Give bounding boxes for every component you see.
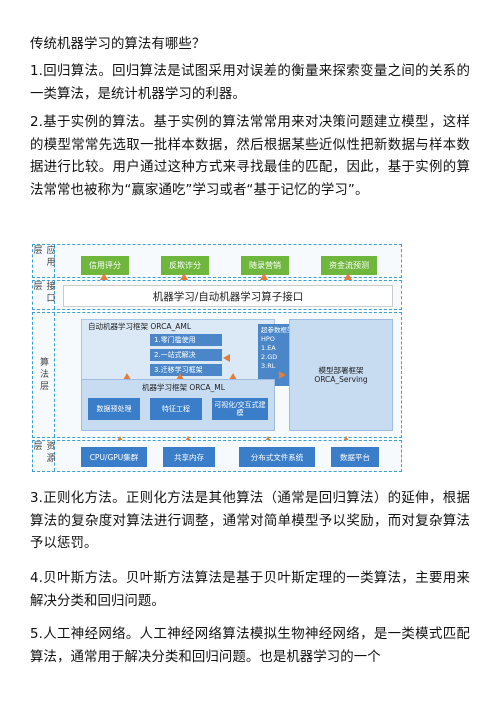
aml-title: 自动机器学习框架 ORCA_AML bbox=[88, 322, 192, 331]
res-box-data-platform: 数据平台 bbox=[331, 447, 379, 467]
aml-item-transfer: 3.迁移学习框架 bbox=[150, 364, 222, 376]
arrow-up-icon bbox=[342, 436, 350, 443]
arrow-up-icon bbox=[260, 273, 268, 280]
arrow-up-icon bbox=[264, 436, 272, 443]
layer-label-api: 接口层 bbox=[32, 281, 55, 309]
operator-interface-bar: 机器学习/自动机器学习算子接口 bbox=[63, 285, 393, 307]
article-heading: 传统机器学习的算法有哪些？ bbox=[30, 37, 206, 52]
ml-box-preprocess: 数据预处理 bbox=[88, 398, 140, 420]
serving-line2: ORCA_Serving bbox=[314, 375, 368, 384]
paragraph-instance-based: 2.基于实例的算法。基于实例的算法常常用来对决策问题建立模型，这样的模型常常先选… bbox=[30, 115, 470, 198]
paragraph-regularization: 3.正则化方法。正则化方法是其他算法（通常是回归算法）的延伸，根据算法的复杂度对… bbox=[30, 491, 470, 552]
res-box-dfs: 分布式文件系统 bbox=[239, 447, 315, 467]
aml-item-one-stop: 2.一站式解决 bbox=[150, 349, 222, 361]
interface-layer: 接口层 机器学习/自动机器学习算子接口 bbox=[32, 280, 402, 310]
serving-line1: 模型部署框架 bbox=[318, 366, 364, 375]
ml-box-visual: 可视化/交互式建模 bbox=[212, 398, 268, 420]
ml-box-feature: 特征工程 bbox=[150, 398, 202, 420]
application-layer: 应用层 信用评分 反欺诈分 随录营销 资金流预测 bbox=[32, 244, 402, 278]
hpo-line: 2.GD bbox=[261, 353, 278, 361]
layer-label-app: 应用层 bbox=[32, 245, 55, 277]
app-box-fraud: 反欺诈分 bbox=[161, 256, 209, 275]
arrow-up-icon bbox=[123, 373, 131, 380]
ml-framework: 机器学习框架 ORCA_ML 数据预处理 特征工程 可视化/交互式建模 bbox=[81, 379, 275, 431]
paragraph-bayesian: 4.贝叶斯方法。贝叶斯方法算法是基于贝叶斯定理的一类算法，主要用来解决分类和回归… bbox=[30, 571, 470, 609]
layer-label-alg: 算法层 bbox=[33, 313, 55, 437]
res-box-cluster: CPU/GPU集群 bbox=[81, 447, 147, 467]
app-box-cashflow: 资金流预测 bbox=[321, 256, 377, 275]
algorithm-layer: 算法层 自动机器学习框架 ORCA_AML 1.零门槛使用 2.一站式解决 3.… bbox=[32, 312, 402, 438]
hpo-line: 1.EA bbox=[261, 344, 276, 352]
arrow-left-icon bbox=[223, 354, 230, 362]
paragraph-regression: 1.回归算法。回归算法是试图采用对误差的衡量来探索变量之间的关系的一类算法，是统… bbox=[30, 64, 470, 102]
arrow-up-icon bbox=[100, 273, 108, 280]
app-box-marketing: 随录营销 bbox=[241, 256, 289, 275]
architecture-diagram: 应用层 信用评分 反欺诈分 随录营销 资金流预测 接口层 机器学习/自动机器学习… bbox=[32, 240, 402, 480]
arrow-up-icon bbox=[344, 273, 352, 280]
ml-title: 机器学习框架 ORCA_ML bbox=[142, 383, 225, 392]
hpo-title: 超参数框架 bbox=[261, 326, 294, 334]
layer-label-res: 资源层 bbox=[32, 441, 55, 471]
app-box-credit: 信用评分 bbox=[81, 256, 129, 275]
serving-framework: 模型部署框架 ORCA_Serving bbox=[289, 319, 393, 431]
hpo-line: HPO bbox=[261, 335, 275, 343]
arrow-right-icon bbox=[279, 371, 286, 379]
arrow-up-icon bbox=[184, 436, 192, 443]
paragraph-neural-network: 5.人工神经网络。人工神经网络算法模拟生物神经网络，是一类模式匹配算法，通常用于… bbox=[30, 627, 470, 665]
arrow-up-icon bbox=[180, 273, 188, 280]
arrow-up-icon bbox=[176, 373, 184, 380]
aml-item-zero-threshold: 1.零门槛使用 bbox=[150, 334, 222, 346]
arrow-up-icon bbox=[116, 436, 124, 443]
res-box-memory: 共享内存 bbox=[163, 447, 215, 467]
resource-layer: 资源层 CPU/GPU集群 共享内存 分布式文件系统 数据平台 bbox=[32, 440, 402, 472]
arrow-up-icon bbox=[229, 373, 237, 380]
hpo-line: 3.RL bbox=[261, 362, 276, 370]
